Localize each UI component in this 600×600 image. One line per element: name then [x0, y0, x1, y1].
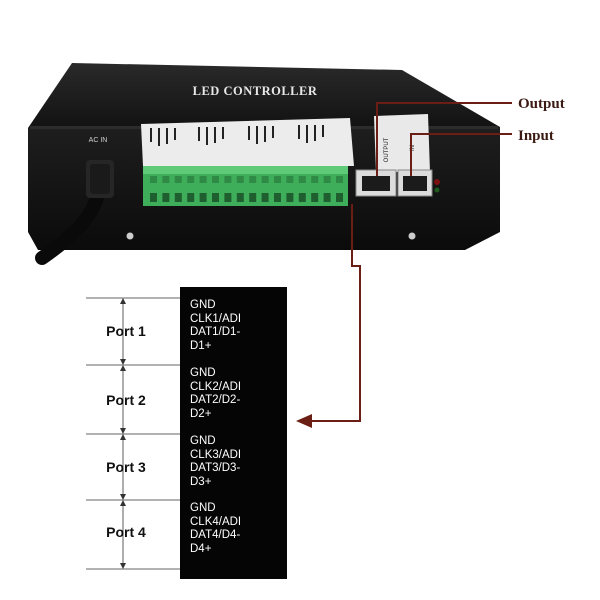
port-dimension-arrowhead — [120, 500, 126, 506]
pin-label: CLK4/ADI — [190, 515, 242, 528]
terminal-hole — [224, 193, 232, 202]
port-2-pins: GND CLK2/ADI DAT2/D2- D2+ — [190, 367, 285, 421]
terminal-screw — [174, 176, 182, 183]
pin-label: GND — [190, 502, 216, 514]
port-arrowhead — [296, 414, 312, 428]
terminal-hole — [150, 193, 157, 202]
pin-label: GND — [190, 435, 216, 447]
terminal-hole — [286, 193, 294, 202]
terminal-screw — [261, 176, 269, 183]
terminal-hole — [336, 193, 343, 202]
terminal-hole — [236, 193, 244, 202]
terminal-screw — [286, 176, 294, 183]
terminal-hole — [162, 193, 170, 202]
pin-label: DAT4/D4- — [190, 529, 241, 541]
pin-label: CLK3/ADI — [190, 448, 242, 461]
pin-label-plate — [141, 118, 354, 166]
pin-label: CLK1/ADI — [190, 312, 242, 325]
terminal-hole — [261, 193, 269, 202]
port-dimension-arrowhead — [120, 298, 126, 304]
status-led-green — [434, 187, 440, 193]
input-callout-line — [410, 133, 512, 176]
terminal-screw — [274, 176, 281, 183]
pin-label: D1+ — [190, 339, 212, 352]
port-dimension-arrowhead — [120, 428, 126, 434]
terminal-hole — [212, 193, 219, 202]
terminal-hole — [323, 193, 331, 202]
terminal-screw — [336, 176, 343, 183]
pin-label: D3+ — [190, 475, 212, 488]
port-dimension-arrowhead — [120, 494, 126, 500]
pin-label: D4+ — [190, 542, 212, 555]
terminal-hole — [298, 193, 306, 202]
terminal-screw — [224, 176, 232, 183]
pin-label: DAT3/D3- — [190, 462, 241, 474]
pin-assignment-panel: GND CLK1/ADI DAT1/D1- D1+ GND CLK2/ADI D… — [180, 287, 287, 579]
port-dimension-arrows — [120, 298, 126, 569]
terminal-screw — [311, 176, 319, 183]
pin-label: D2+ — [190, 407, 212, 420]
terminal-screw — [236, 176, 244, 183]
terminal-screw — [212, 176, 219, 183]
port-4-pins: GND CLK4/ADI DAT4/D4- D4+ — [190, 502, 285, 556]
port-connection-line — [310, 204, 361, 422]
pin-label: DAT1/D1- — [190, 326, 241, 338]
pin-label: CLK2/ADI — [190, 380, 242, 393]
port-dimension-arrowhead — [120, 359, 126, 365]
terminal-screw — [298, 176, 306, 183]
controller-title: LED CONTROLLER — [193, 84, 318, 98]
controller-top — [28, 63, 500, 128]
status-led-red — [434, 179, 440, 185]
port-dimension-arrowhead — [120, 365, 126, 371]
ac-in-label: AC IN — [89, 137, 108, 144]
port-dimension-arrowhead — [120, 563, 126, 569]
mount-hole-left — [126, 232, 134, 240]
network-label-plate — [374, 114, 430, 172]
network-output-label: OUTPUT — [384, 137, 390, 162]
terminal-holes — [150, 193, 343, 202]
port-dimension-arrowhead — [120, 434, 126, 440]
port-1-label: Port 1 — [106, 323, 146, 339]
network-input-label: IN — [410, 145, 416, 151]
port-2-label: Port 2 — [106, 392, 146, 408]
terminal-hole — [187, 193, 195, 202]
terminal-screw — [187, 176, 195, 183]
terminal-screw — [323, 176, 331, 183]
input-label: Input — [518, 128, 554, 144]
terminal-hole — [174, 193, 182, 202]
port-brackets — [86, 297, 180, 570]
port-3-label: Port 3 — [106, 459, 146, 475]
port-3-pins: GND CLK3/ADI DAT3/D3- D3+ — [190, 435, 285, 489]
terminal-hole — [199, 193, 207, 202]
terminal-screw — [162, 176, 170, 183]
terminal-screw — [249, 176, 257, 183]
terminal-hole — [274, 193, 281, 202]
callout-lines — [310, 102, 512, 422]
terminal-screws — [150, 176, 343, 183]
port-4-label: Port 4 — [106, 524, 146, 540]
port-1-pins: GND CLK1/ADI DAT1/D1- D1+ — [190, 299, 285, 353]
pin-label-ticks — [150, 125, 324, 146]
mount-hole-right — [408, 232, 416, 240]
terminal-screw — [150, 176, 157, 183]
pin-label: DAT2/D2- — [190, 394, 241, 406]
output-label: Output — [518, 96, 565, 112]
pin-label: GND — [190, 367, 216, 379]
terminal-hole — [311, 193, 319, 202]
terminal-screw — [199, 176, 207, 183]
pin-label: GND — [190, 299, 216, 311]
terminal-hole — [249, 193, 257, 202]
output-callout-line — [376, 102, 512, 176]
